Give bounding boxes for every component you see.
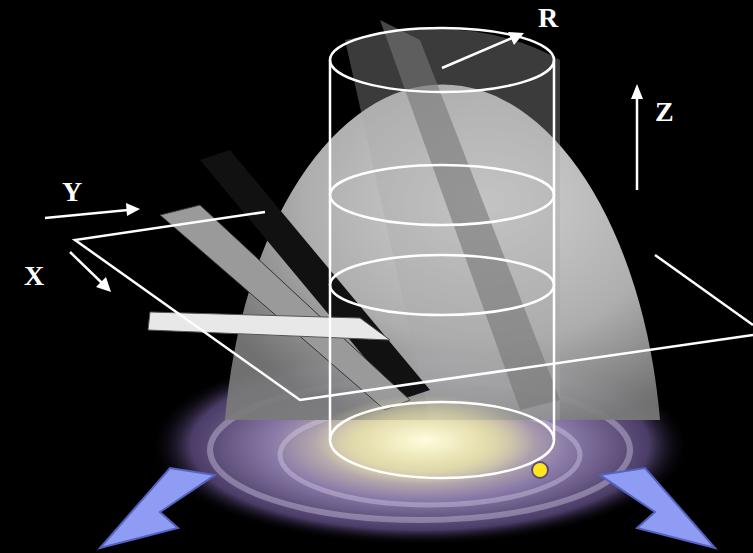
axis-label: X xyxy=(24,262,44,290)
axis-arrows xyxy=(45,32,643,292)
axis-label: Z xyxy=(655,98,674,126)
motion-arrow xyxy=(100,468,215,548)
axis-label: Y xyxy=(62,178,82,206)
reference-plane xyxy=(75,212,753,400)
cylinder xyxy=(330,28,554,478)
sun-marker xyxy=(532,462,548,478)
axis-label: R xyxy=(538,4,558,32)
motion-arrow xyxy=(600,468,715,548)
